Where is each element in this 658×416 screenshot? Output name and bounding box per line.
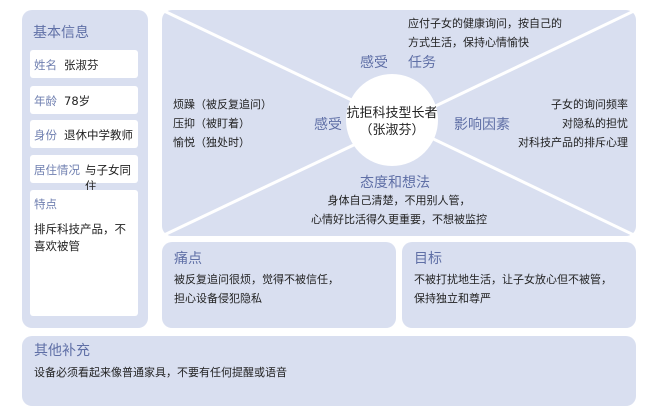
other-text: 设备必须看起来像普通家具，不要有任何提醒或语音 xyxy=(34,366,287,379)
traits-field: 特点 排斥科技产品，不 喜欢被管 xyxy=(30,190,138,316)
traits-value-line1: 排斥科技产品，不 xyxy=(34,222,126,236)
identity-value: 退休中学教师 xyxy=(64,128,133,142)
pain-points-line1: 被反复追问很烦，觉得不被信任， xyxy=(174,273,339,286)
center-title-line2: （张淑芬） xyxy=(359,123,424,138)
identity-field: 身份 退休中学教师 xyxy=(30,120,138,148)
left-line3: 愉悦（独处时） xyxy=(173,136,250,149)
age-label: 年龄 xyxy=(34,94,57,108)
other-title: 其他补充 xyxy=(34,343,90,359)
task-label: 任务 xyxy=(408,55,436,71)
pain-points-title: 痛点 xyxy=(174,251,202,267)
divider-bottom-right xyxy=(399,121,637,238)
age-value: 78岁 xyxy=(64,94,91,108)
bottom-line1: 身体自己清楚，不用别人管， xyxy=(327,194,471,207)
name-label: 姓名 xyxy=(34,58,57,72)
goals-line1: 不被打扰地生活，让子女放心但不被管， xyxy=(414,273,612,286)
center-circle xyxy=(346,74,438,166)
goals-panel xyxy=(402,242,636,328)
right-section-label: 影响因素 xyxy=(454,117,510,133)
bottom-line2: 心情好比活得久更重要，不想被监控 xyxy=(311,213,487,226)
traits-label: 特点 xyxy=(34,197,57,211)
right-line1: 子女的询问频率 xyxy=(551,98,628,111)
right-line3: 对科技产品的排斥心理 xyxy=(518,136,628,149)
bottom-section-label: 态度和想法 xyxy=(360,175,430,191)
age-field: 年龄 78岁 xyxy=(30,86,138,114)
goals-title: 目标 xyxy=(414,251,442,267)
living-field: 居住情况 与子女同住 xyxy=(30,155,138,193)
top-section-label: 感受 xyxy=(360,55,388,71)
living-value: 与子女同住 xyxy=(85,163,131,193)
goals-line2: 保持独立和尊严 xyxy=(414,292,491,305)
basic-info-title: 基本信息 xyxy=(33,25,89,41)
traits-value-line2: 喜欢被管 xyxy=(34,239,80,253)
left-line2: 压抑（被盯着） xyxy=(173,117,250,130)
name-field: 姓名 张淑芬 xyxy=(30,50,138,78)
divider-top-right xyxy=(399,8,637,125)
name-value: 张淑芬 xyxy=(64,58,99,72)
pain-points-line2: 担心设备侵犯隐私 xyxy=(174,292,262,305)
center-title-line1: 抗拒科技型长者 xyxy=(346,106,437,121)
task-line2: 方式生活，保持心情愉快 xyxy=(408,36,529,49)
pain-points-panel xyxy=(162,242,396,328)
right-line2: 对隐私的担忧 xyxy=(562,117,628,130)
left-section-label: 感受 xyxy=(314,117,342,133)
living-label: 居住情况 xyxy=(34,163,80,177)
task-line1: 应付子女的健康询问，按自己的 xyxy=(408,17,562,30)
other-panel xyxy=(22,336,636,406)
left-line1: 烦躁（被反复追问） xyxy=(173,98,272,111)
identity-label: 身份 xyxy=(34,128,57,142)
